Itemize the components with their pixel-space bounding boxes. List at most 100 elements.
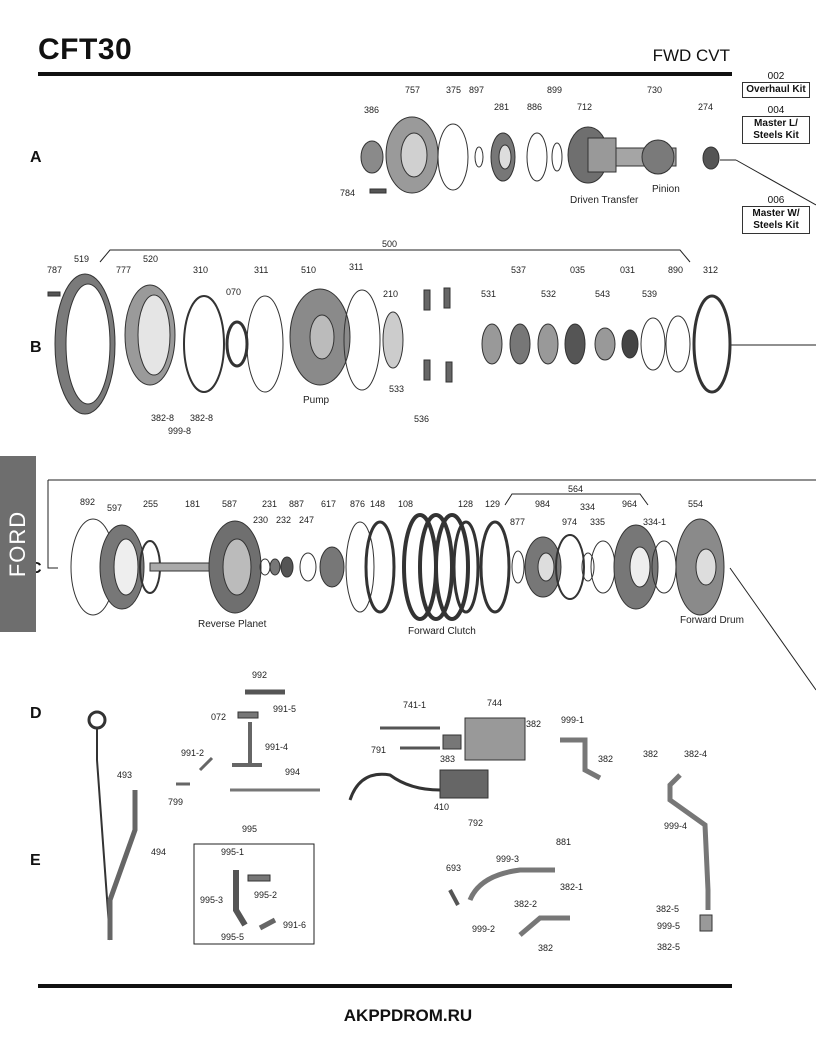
part-number-label: 991-5: [273, 704, 296, 714]
part-number-label: 382-2: [514, 899, 537, 909]
part-number-label: 382: [526, 719, 541, 729]
top-rule: [38, 72, 732, 76]
part-number-label: 899: [547, 85, 562, 95]
part-number-label: 386: [364, 105, 379, 115]
part-number-label: 597: [107, 503, 122, 513]
caption-forward-drum: Forward Drum: [680, 615, 744, 626]
row-label-a: A: [30, 149, 42, 166]
part-number-label: 070: [226, 287, 241, 297]
part-number-label: 974: [562, 517, 577, 527]
part-number-label: 536: [414, 414, 429, 424]
part-number-label: 382: [538, 943, 553, 953]
part-number-label: 334-1: [643, 517, 666, 527]
part-number-label: 887: [289, 499, 304, 509]
part-number-label: 148: [370, 499, 385, 509]
part-number-label: 777: [116, 265, 131, 275]
row-label-e: E: [30, 852, 41, 869]
part-number-label: 255: [143, 499, 158, 509]
part-number-label: 494: [151, 847, 166, 857]
part-number-label: 995-1: [221, 847, 244, 857]
part-number-label: 994: [285, 767, 300, 777]
part-number-label: 520: [143, 254, 158, 264]
part-number-label: 741-1: [403, 700, 426, 710]
part-number-label: 231: [262, 499, 277, 509]
part-number-label: 312: [703, 265, 718, 275]
part-number-label: 382: [643, 749, 658, 759]
part-number-label: 210: [383, 289, 398, 299]
part-number-label: 532: [541, 289, 556, 299]
part-number-label: 787: [47, 265, 62, 275]
part-number-label: 382-8: [151, 413, 174, 423]
part-number-label: 554: [688, 499, 703, 509]
row-label-b: B: [30, 339, 42, 356]
part-number-label: 892: [80, 497, 95, 507]
part-number-label: 493: [117, 770, 132, 780]
part-number-label: 799: [168, 797, 183, 807]
part-number-label: 500: [382, 239, 397, 249]
part-number-label: 693: [446, 863, 461, 873]
part-number-label: 383: [440, 754, 455, 764]
part-number-label: 730: [647, 85, 662, 95]
part-number-label: 382: [598, 754, 613, 764]
part-number-label: 995-5: [221, 932, 244, 942]
part-number-label: 991-6: [283, 920, 306, 930]
part-number-label: 539: [642, 289, 657, 299]
part-number-label: 999-2: [472, 924, 495, 934]
page-subtitle: FWD CVT: [652, 46, 730, 65]
part-number-label: 999-8: [168, 426, 191, 436]
bottom-rule: [38, 984, 732, 988]
part-number-label: 537: [511, 265, 526, 275]
part-number-label: 310: [193, 265, 208, 275]
part-number-label: 543: [595, 289, 610, 299]
part-number-label: 587: [222, 499, 237, 509]
kit-master-l-steels: 004 Master L/ Steels Kit: [742, 105, 810, 144]
part-number-label: 311: [254, 265, 268, 275]
caption-pinion: Pinion: [652, 184, 680, 195]
part-number-label: 274: [698, 102, 713, 112]
part-number-label: 617: [321, 499, 336, 509]
part-number-label: 510: [301, 265, 316, 275]
part-number-label: 991-2: [181, 748, 204, 758]
part-number-label: 335: [590, 517, 605, 527]
part-number-label: 877: [510, 517, 525, 527]
part-number-label: 999-1: [561, 715, 584, 725]
part-number-label: 995-2: [254, 890, 277, 900]
part-number-label: 035: [570, 265, 585, 275]
part-number-label: 281: [494, 102, 509, 112]
part-number-label: 964: [622, 499, 637, 509]
part-number-label: 999-4: [664, 821, 687, 831]
page-title: CFT30: [38, 33, 133, 66]
part-number-label: 382-1: [560, 882, 583, 892]
kit-number: 004: [767, 105, 785, 116]
part-number-label: 744: [487, 698, 502, 708]
part-number-label: 181: [185, 499, 200, 509]
part-number-label: 129: [485, 499, 500, 509]
part-number-label: 991-4: [265, 742, 288, 752]
part-number-label: 784: [340, 188, 355, 198]
part-number-label: 031: [620, 265, 635, 275]
kit-number: 006: [767, 195, 785, 206]
part-number-label: 876: [350, 499, 365, 509]
part-number-label: 897: [469, 85, 484, 95]
part-number-label: 072: [211, 712, 226, 722]
part-number-label: 382-5: [656, 904, 679, 914]
part-number-label: 375: [446, 85, 461, 95]
caption-driven-transfer: Driven Transfer: [570, 195, 639, 206]
part-number-label: 881: [556, 837, 571, 847]
part-number-label: 230: [253, 515, 268, 525]
part-number-label: 999-3: [496, 854, 519, 864]
part-number-label: 311: [349, 262, 363, 272]
part-number-label: 533: [389, 384, 404, 394]
kit-master-w-steels: 006 Master W/ Steels Kit: [742, 195, 810, 234]
caption-forward-clutch: Forward Clutch: [408, 626, 476, 637]
kit-number: 002: [767, 71, 785, 82]
part-number-label: 382-8: [190, 413, 213, 423]
part-number-label: 886: [527, 102, 542, 112]
kit-label: Master W/ Steels Kit: [742, 206, 810, 234]
part-number-label: 108: [398, 499, 413, 509]
part-number-label: 232: [276, 515, 291, 525]
part-number-label: 890: [668, 265, 683, 275]
kit-overhaul: 002 Overhaul Kit: [742, 71, 810, 98]
part-number-label: 999-5: [657, 921, 680, 931]
